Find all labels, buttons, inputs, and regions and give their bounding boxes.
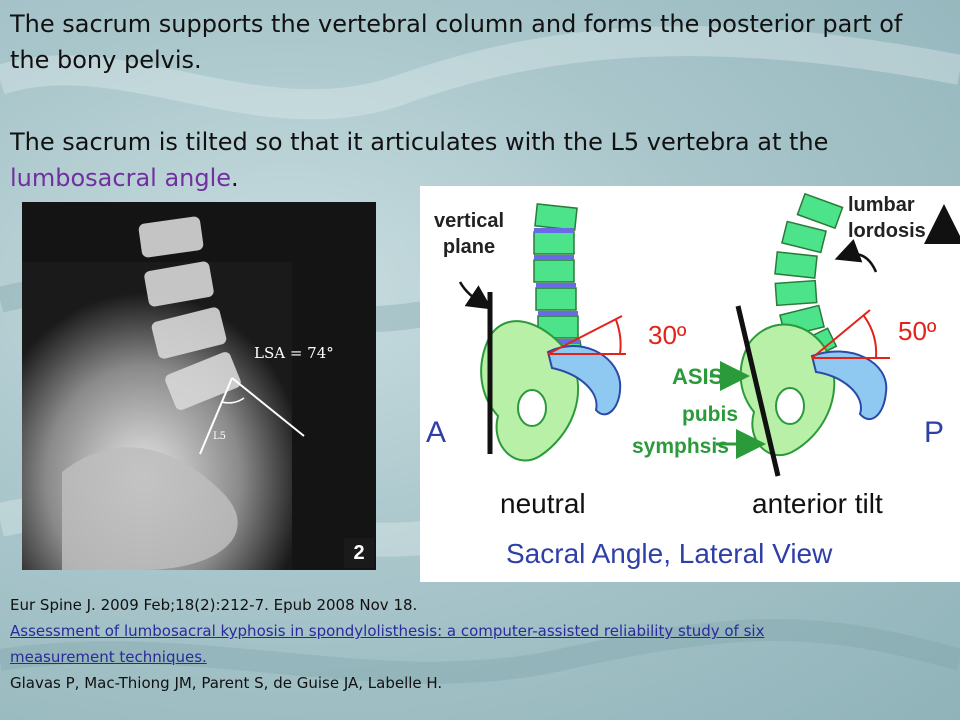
lumbar-lordosis-label: lumbar lordosis: [848, 192, 926, 244]
label-a: A: [426, 416, 447, 449]
angle-paragraph: The sacrum is tilted so that it articula…: [10, 124, 910, 196]
angle-paragraph-text: The sacrum is tilted so that it articula…: [10, 128, 829, 156]
xray-image: LSA = 74° L5 2: [22, 202, 376, 570]
sacral-angle-diagram: vertical plane lumbar lordosis 30º 50º ASI…: [420, 186, 960, 582]
lsa-label: LSA = 74°: [254, 344, 334, 362]
figure-number: 2: [344, 538, 374, 568]
label-p: P: [924, 416, 945, 449]
citation: Eur Spine J. 2009 Feb;18(2):212-7. Epub …: [10, 596, 418, 614]
vertebrae: [138, 216, 241, 410]
reference-block: Eur Spine J. 2009 Feb;18(2):212-7. Epub …: [10, 592, 930, 696]
authors: Glavas P, Mac-Thiong JM, Parent S, de Gu…: [10, 674, 443, 692]
diagram-graphic: [458, 192, 960, 477]
vertical-plane-line2: plane: [442, 236, 496, 258]
tilted-sacrum: [810, 350, 888, 420]
reference-link[interactable]: Assessment of lumbosacral kyphosis in sp…: [10, 618, 930, 670]
lumbar-line1: lumbar: [848, 194, 915, 216]
vertical-plane-label: vertical plane: [434, 208, 504, 260]
pubis-label: pubis: [682, 403, 738, 426]
xray-graphic: [22, 202, 376, 570]
reference-title-line1: Assessment of lumbosacral kyphosis in sp…: [10, 622, 765, 640]
asis-label: ASIS: [672, 364, 724, 389]
anterior-tilt-label: anterior tilt: [752, 488, 883, 519]
neutral-label: neutral: [500, 488, 586, 519]
neutral-sacrum: [546, 345, 622, 416]
neutral-discs: [534, 228, 580, 344]
intro-paragraph: The sacrum supports the vertebral column…: [10, 10, 903, 74]
angle-paragraph-end: .: [231, 164, 239, 192]
lumbar-line2: lordosis: [848, 220, 926, 242]
neutral-angle-label: 30º: [648, 320, 687, 350]
vertical-plane-line1: vertical: [434, 210, 505, 232]
l5-label: L5: [213, 431, 227, 442]
lumbosacral-angle-term: lumbosacral angle: [10, 164, 232, 192]
symphsis-label: symphsis: [632, 435, 729, 458]
tilt-angle-label: 50º: [898, 316, 937, 346]
reference-title-line2: measurement techniques.: [10, 648, 207, 666]
diagram-caption: Sacral Angle, Lateral View: [506, 538, 833, 569]
